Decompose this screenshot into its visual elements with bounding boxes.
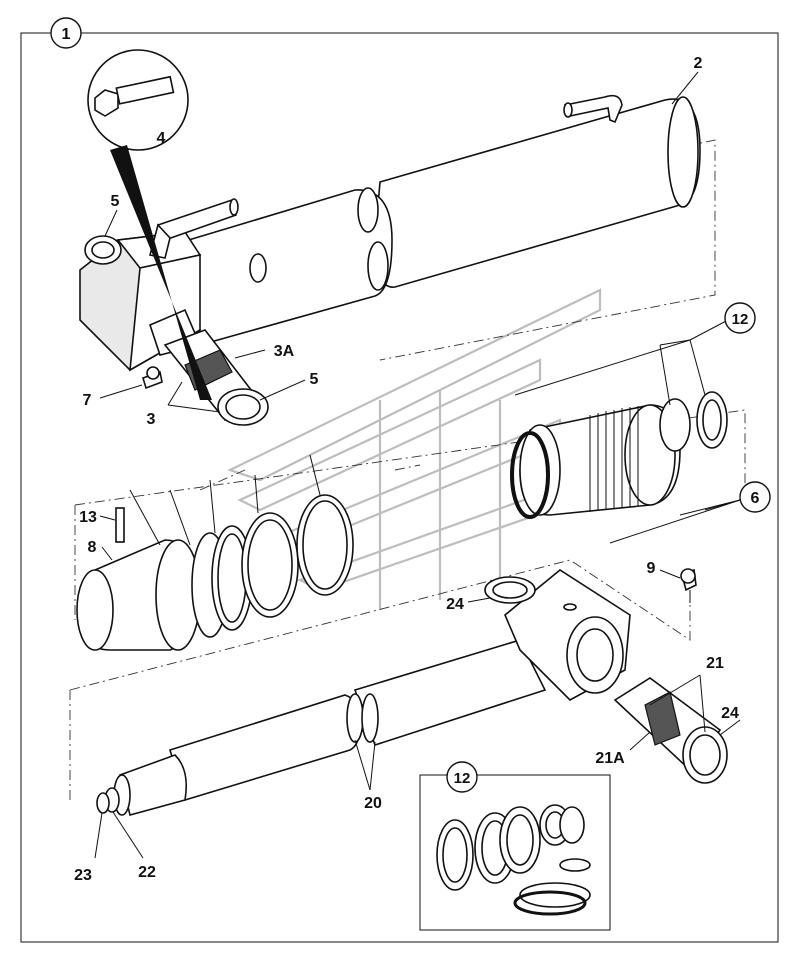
svg-text:1: 1: [62, 26, 71, 43]
bolt-inset: [87, 49, 212, 400]
seal-kit-inset: [419, 774, 611, 931]
callout-7: 7: [83, 392, 92, 409]
callout-12-top: 12: [724, 302, 756, 334]
callout-3: 3: [147, 411, 156, 428]
bush-assembly: [163, 329, 269, 426]
diagram-frame: [20, 32, 779, 943]
svg-text:12: 12: [454, 770, 471, 787]
callout-24-left: 24: [446, 596, 464, 613]
callout-6: 6: [739, 481, 771, 513]
callout-1: 1: [50, 17, 82, 49]
callout-2: 2: [694, 55, 703, 72]
grease-nipple-7: [142, 366, 163, 390]
piston-rod: [96, 569, 631, 816]
cylinder-barrel: [79, 94, 701, 372]
gland-seals: [76, 454, 354, 651]
eye-bush-24: [484, 576, 536, 604]
callout-23: 23: [74, 867, 92, 884]
callout-24-right: 24: [721, 705, 739, 722]
svg-text:12: 12: [732, 311, 749, 328]
callout-12-inset: 12: [446, 761, 478, 793]
bush-21: [613, 677, 728, 784]
grease-nipple-9: [680, 568, 697, 603]
callout-22: 22: [138, 864, 156, 881]
callout-20: 20: [364, 795, 382, 812]
callout-5-top: 5: [111, 193, 120, 210]
callout-21a: 21A: [595, 750, 625, 767]
callout-21: 21: [706, 655, 724, 672]
piston-assembly: [510, 391, 728, 519]
callout-4: 4: [157, 130, 166, 147]
callout-9: 9: [647, 560, 656, 577]
callout-8: 8: [88, 539, 97, 556]
callout-3a: 3A: [274, 343, 295, 360]
callout-5-lower: 5: [310, 371, 319, 388]
callout-13: 13: [79, 509, 97, 526]
svg-text:6: 6: [751, 490, 760, 507]
leader-lines: [94, 71, 741, 859]
